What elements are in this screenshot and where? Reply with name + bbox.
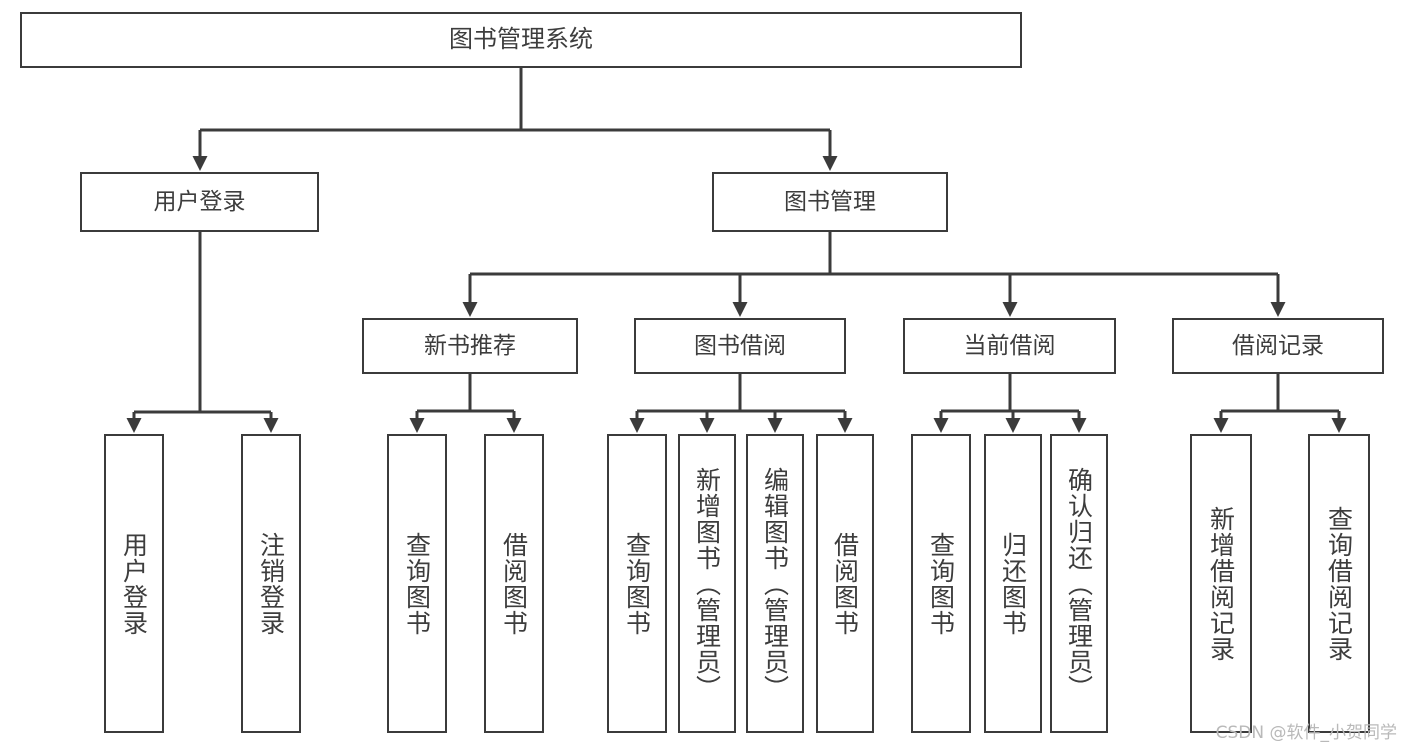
node-label: 确认归还（管理员） [1064, 466, 1094, 701]
node-bookmgmt[interactable]: 图书管理 [712, 172, 948, 232]
node-label: 新书推荐 [424, 332, 516, 359]
node-l-return[interactable]: 归还图书 [984, 434, 1042, 733]
node-l-query1[interactable]: 查询图书 [387, 434, 447, 733]
node-label: 借阅记录 [1232, 332, 1324, 359]
node-l-query2[interactable]: 查询图书 [607, 434, 667, 733]
node-l-add[interactable]: 新增图书（管理员） [678, 434, 736, 733]
node-label: 图书管理 [784, 188, 876, 215]
node-login[interactable]: 用户登录 [80, 172, 319, 232]
node-label: 图书借阅 [694, 332, 786, 359]
node-l-confirm[interactable]: 确认归还（管理员） [1050, 434, 1108, 733]
node-current[interactable]: 当前借阅 [903, 318, 1116, 374]
node-l-borrow1[interactable]: 借阅图书 [484, 434, 544, 733]
node-label: 查询图书 [402, 531, 432, 636]
node-l-addrec[interactable]: 新增借阅记录 [1190, 434, 1252, 733]
node-label: 当前借阅 [963, 332, 1056, 359]
node-label: 图书管理系统 [449, 25, 593, 54]
node-newbook[interactable]: 新书推荐 [362, 318, 578, 374]
node-l-query3[interactable]: 查询图书 [911, 434, 971, 733]
node-records[interactable]: 借阅记录 [1172, 318, 1384, 374]
watermark-label: CSDN @软件_小贺同学 [1215, 723, 1397, 743]
node-l-logout[interactable]: 注销登录 [241, 434, 301, 733]
node-label: 用户登录 [153, 188, 246, 215]
node-label: 新增借阅记录 [1206, 505, 1236, 662]
node-label: 查询借阅记录 [1324, 505, 1354, 662]
node-l-borrow2[interactable]: 借阅图书 [816, 434, 874, 733]
node-l-login[interactable]: 用户登录 [104, 434, 164, 733]
node-label: 新增图书（管理员） [692, 466, 722, 701]
node-l-edit[interactable]: 编辑图书（管理员） [746, 434, 804, 733]
node-label: 用户登录 [119, 531, 149, 636]
node-label: 注销登录 [256, 531, 286, 636]
node-label: 查询图书 [926, 531, 956, 636]
node-borrow[interactable]: 图书借阅 [634, 318, 846, 374]
node-label: 归还图书 [998, 531, 1028, 636]
node-label: 查询图书 [622, 531, 652, 636]
node-label: 借阅图书 [499, 531, 529, 636]
node-l-queryrec[interactable]: 查询借阅记录 [1308, 434, 1370, 733]
node-root[interactable]: 图书管理系统 [20, 12, 1022, 68]
node-label: 借阅图书 [830, 531, 860, 636]
node-label: 编辑图书（管理员） [760, 466, 790, 701]
